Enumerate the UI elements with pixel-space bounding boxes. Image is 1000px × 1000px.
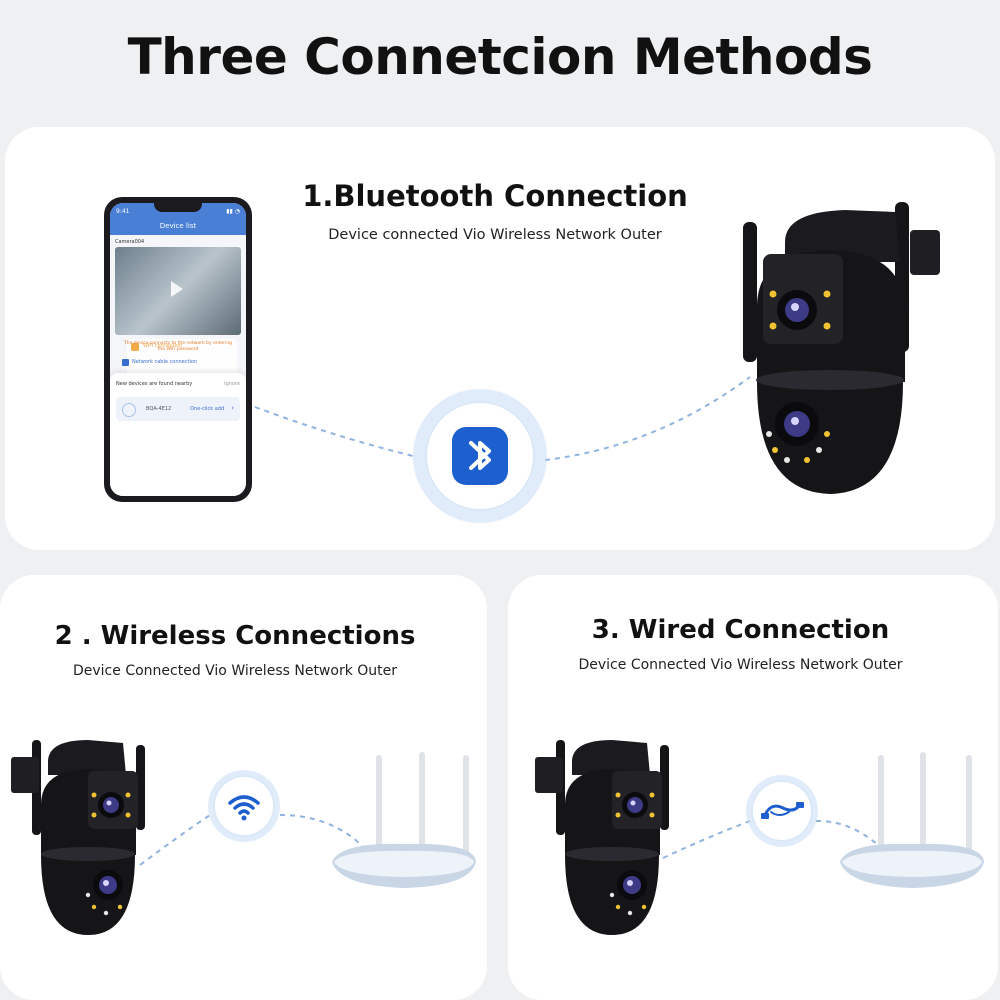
- bluetooth-badge: [413, 389, 547, 523]
- wifi-icon: [228, 795, 260, 821]
- sheet-title: New devices are found nearby: [116, 381, 193, 387]
- chevron-right-icon[interactable]: ›: [231, 404, 234, 412]
- connection-dashed-line: [662, 819, 894, 861]
- ethernet-cable-icon: [761, 802, 804, 819]
- wifi-badge: [208, 770, 280, 842]
- wireless-router: [332, 752, 476, 888]
- notice-text: The device connects to the network by en…: [123, 341, 233, 352]
- app-header: Device list: [110, 217, 246, 235]
- bluetooth-icon: [452, 427, 508, 485]
- connection-dashed-line: [254, 376, 751, 461]
- ethernet-badge: [746, 775, 818, 847]
- section-subtitle: Device connected Vio Wireless Network Ou…: [328, 227, 662, 243]
- dual-lens-ptz-camera: [11, 740, 145, 935]
- smartphone-app-mockup: 9:41▮▮ ◔ Device list Camera004 WiFi conn…: [104, 197, 252, 502]
- nearby-device-row[interactable]: BQA-4E12 One-click add ›: [116, 397, 240, 421]
- play-icon[interactable]: [171, 281, 183, 297]
- wired-router: [840, 752, 984, 888]
- ignore-button[interactable]: Ignore: [224, 381, 240, 387]
- dual-lens-ptz-camera: [743, 202, 940, 494]
- wifi-connection-label: WiFi connection: [143, 343, 183, 349]
- wired-section-card: 3. Wired Connection Device Connected Vio…: [508, 575, 998, 1000]
- section-subtitle: Device Connected Vio Wireless Network Ou…: [72, 663, 398, 679]
- nearby-devices-sheet: New devices are found nearby Ignore BQA-…: [110, 373, 246, 496]
- section-title: 2 . Wireless Connections: [54, 621, 416, 651]
- connection-dashed-line: [139, 814, 376, 866]
- page-title: Three Connetcion Methods: [127, 28, 873, 86]
- bluetooth-section-card: 1.Bluetooth Connection Device connected …: [5, 127, 995, 550]
- camera-preview[interactable]: WiFi connection: [115, 247, 241, 379]
- one-click-add-button[interactable]: One-click add: [190, 406, 225, 412]
- device-icon: [122, 403, 136, 417]
- camera-label: Camera004: [115, 239, 145, 245]
- section-title: 3. Wired Connection: [591, 615, 890, 645]
- section-subtitle: Device Connected Vio Wireless Network Ou…: [578, 657, 903, 673]
- network-cable-option[interactable]: Network cable connection: [121, 359, 198, 366]
- dual-lens-ptz-camera: [535, 740, 669, 935]
- device-name: BQA-4E12: [146, 406, 172, 412]
- section-title: 1.Bluetooth Connection: [302, 179, 688, 213]
- wireless-section-card: 2 . Wireless Connections Device Connecte…: [0, 575, 487, 1000]
